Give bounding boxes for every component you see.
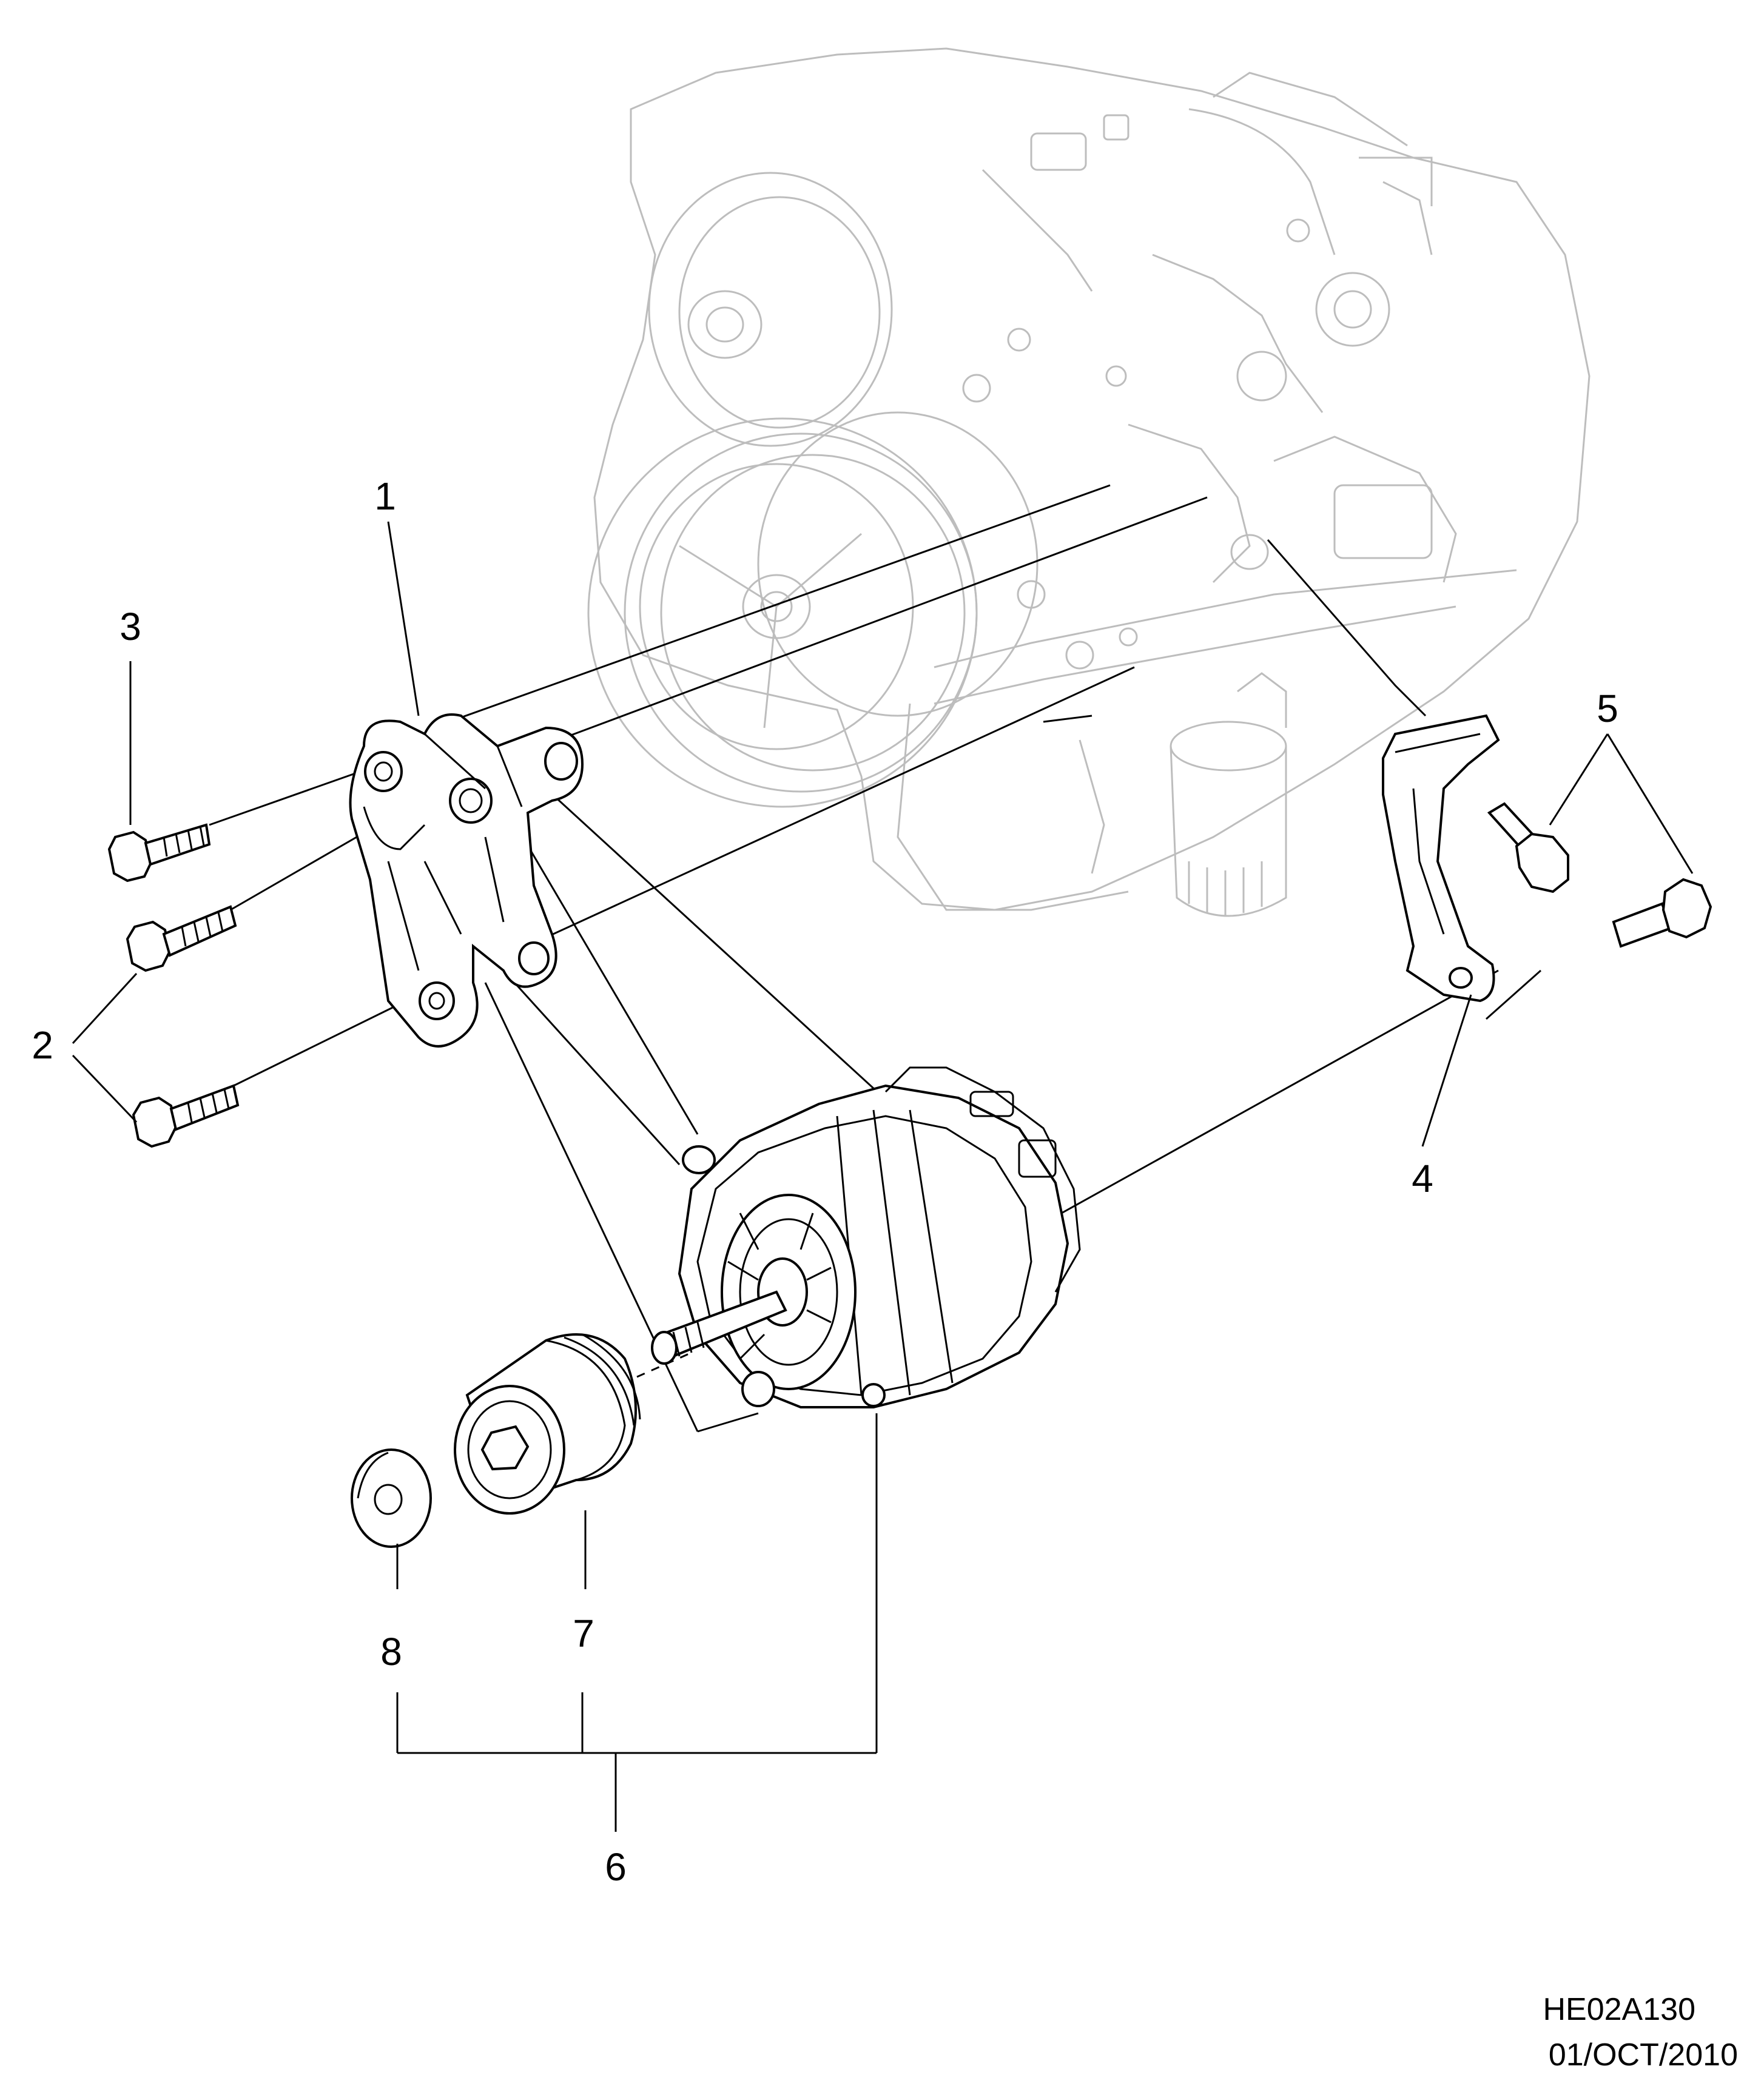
bolt-part-3 — [107, 823, 211, 883]
oil-filter — [1170, 672, 1287, 917]
washer — [351, 1448, 432, 1548]
callout-6: 6 — [605, 1845, 627, 1889]
callout-4: 4 — [1412, 1157, 1433, 1200]
callout-1: 1 — [374, 474, 396, 518]
bolt-part-2-lower — [132, 1084, 240, 1148]
callout-5: 5 — [1597, 687, 1618, 730]
alternator — [651, 1066, 1081, 1408]
crankshaft-pulley — [587, 417, 978, 808]
callout-3: 3 — [120, 605, 141, 648]
callout-leaders — [72, 521, 1694, 1832]
callout-8: 8 — [380, 1630, 402, 1674]
bolt-part-5-upper — [1487, 802, 1569, 893]
bolt-part-5-lower — [1612, 878, 1712, 948]
callout-2: 2 — [32, 1023, 53, 1067]
bolt-part-2-upper — [126, 905, 237, 972]
water-pump-pulley — [648, 172, 893, 447]
engine-block-illustration — [587, 47, 1591, 917]
diagram-reference-code: HE02A130 — [1543, 1992, 1695, 2027]
diagram-reference-date: 01/OCT/2010 — [1549, 2037, 1738, 2073]
callout-7: 7 — [573, 1612, 594, 1655]
alignment-lines — [209, 484, 1541, 1433]
alternator-pulley — [454, 1333, 641, 1515]
mounting-bracket — [349, 713, 584, 1048]
support-strap — [1382, 714, 1500, 1003]
